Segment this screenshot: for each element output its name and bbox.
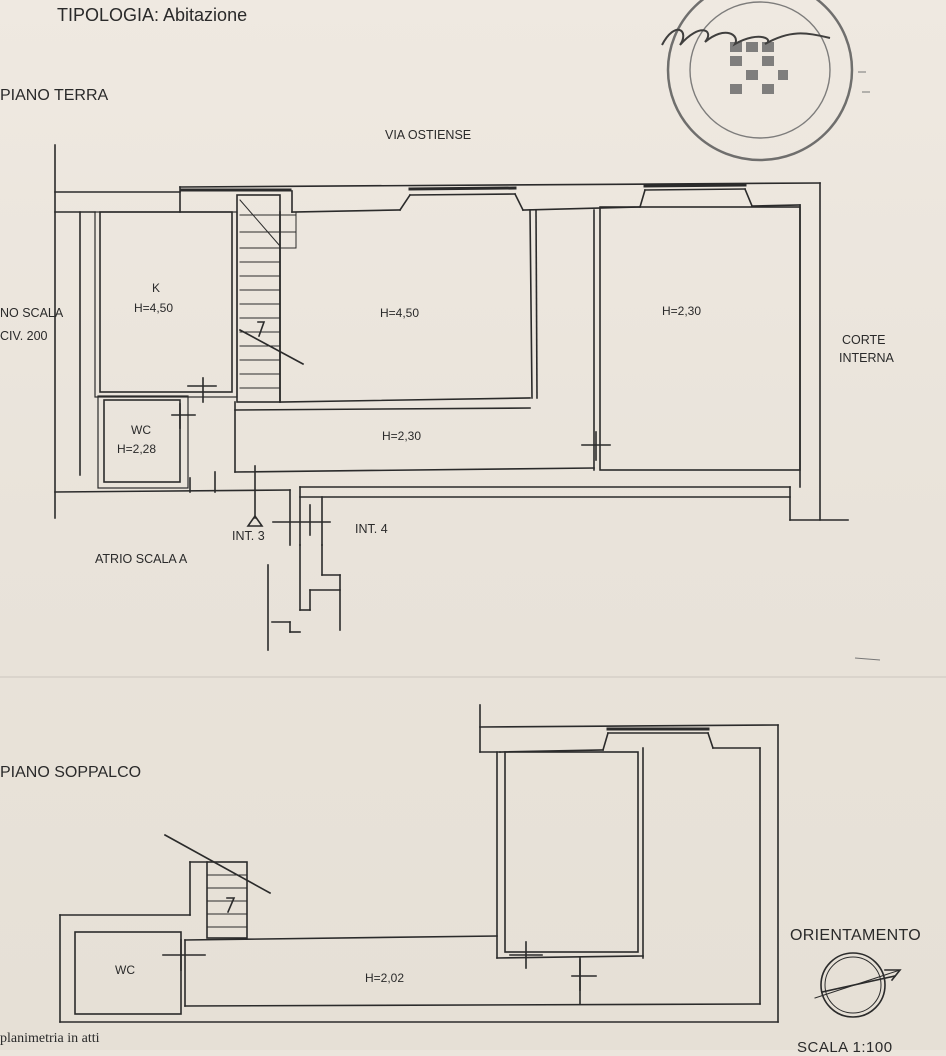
- orientation-label: ORIENTAMENTO: [790, 927, 922, 944]
- room-corridor-height: H=2,30: [382, 429, 422, 443]
- room-wc-height: H=2,28: [117, 442, 157, 456]
- footer-note: planimetria in atti: [0, 1031, 100, 1046]
- section-mezzanine: PIANO SOPPALCO: [0, 764, 142, 781]
- courtyard-label-1: CORTE: [842, 333, 886, 347]
- adjacent-stair-label: NO SCALA: [0, 306, 64, 320]
- unit-int4-label: INT. 4: [355, 522, 388, 536]
- courtyard-label-2: INTERNA: [839, 351, 894, 365]
- room-main-height: H=4,50: [380, 306, 420, 320]
- street-label: VIA OSTIENSE: [385, 128, 472, 142]
- notary-stamp: [661, 0, 854, 162]
- mezz-room-height: H=2,02: [365, 971, 405, 985]
- adjacent-civic-label: CIV. 200: [0, 329, 48, 343]
- scale-label: SCALA 1:100: [797, 1039, 893, 1056]
- mezz-wc-name: WC: [115, 963, 135, 977]
- room-k-height: H=4,50: [134, 301, 174, 315]
- room-right-height: H=2,30: [662, 304, 702, 318]
- atrium-label: ATRIO SCALA A: [95, 552, 188, 566]
- room-k-name: K: [152, 281, 161, 295]
- section-ground-floor: PIANO TERRA: [0, 87, 109, 104]
- plan-title: TIPOLOGIA: Abitazione: [57, 5, 248, 25]
- unit-int3-label: INT. 3: [232, 529, 265, 543]
- paper-fold: [0, 676, 946, 678]
- room-wc-name: WC: [131, 423, 151, 437]
